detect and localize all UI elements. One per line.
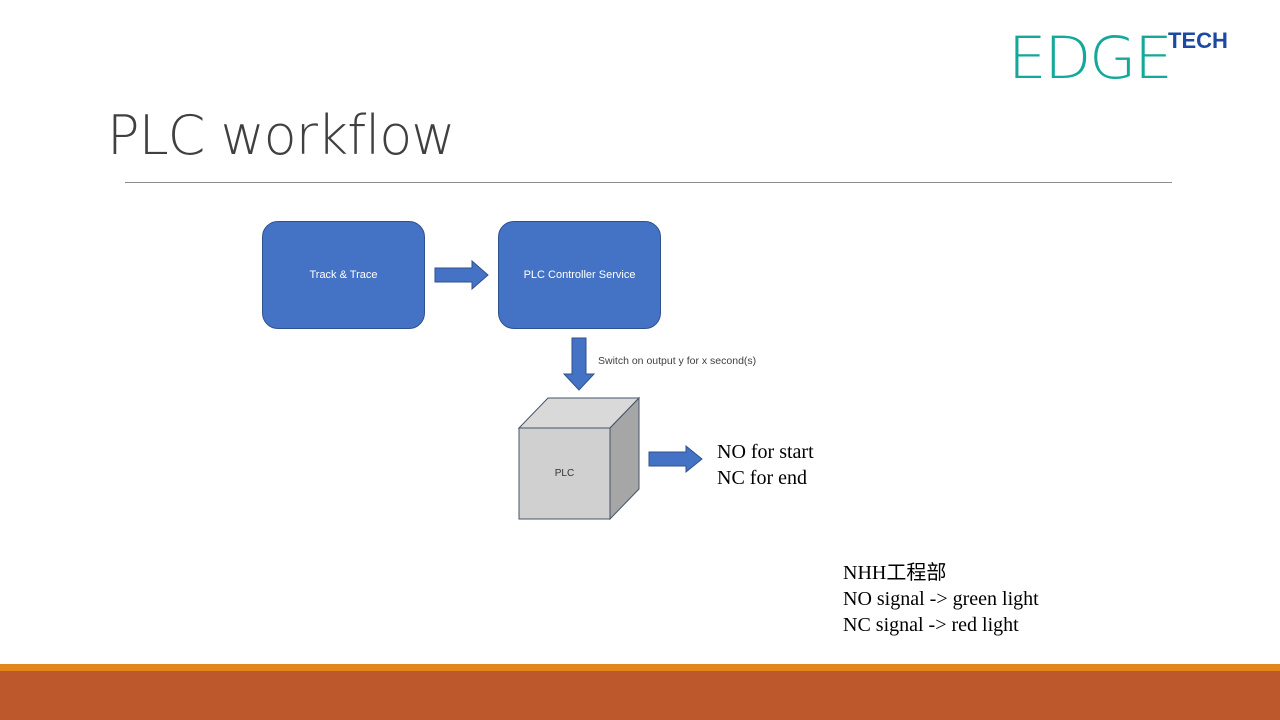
note-dept: NHH工程部: [843, 562, 947, 584]
title-divider: [125, 182, 1172, 183]
logo-tech: TECH: [1168, 28, 1228, 53]
footer-bar: [0, 671, 1280, 720]
arrow-right-icon: [434, 259, 489, 291]
note-no: NO signal -> green light: [843, 588, 1039, 610]
track-trace-box: Track & Trace: [262, 221, 425, 329]
plc-label: PLC: [554, 468, 575, 479]
logo-edge: EDGE: [1008, 24, 1173, 92]
arrow-output-icon: [648, 444, 703, 474]
output-no: NO for start: [717, 441, 814, 463]
note-nc: NC signal -> red light: [843, 614, 1019, 636]
accent-bar: [0, 664, 1280, 671]
page-title: PLC workflow: [107, 104, 455, 167]
plc-cube: [517, 396, 641, 521]
output-list: NO for start NC for end: [717, 439, 814, 491]
notes: NHH工程部 NO signal -> green light NC signa…: [843, 560, 1039, 638]
arrow-label: Switch on output y for x second(s): [598, 355, 757, 367]
output-nc: NC for end: [717, 467, 807, 489]
plc-controller-box: PLC Controller Service: [498, 221, 661, 329]
arrow-down-icon: [562, 337, 596, 391]
